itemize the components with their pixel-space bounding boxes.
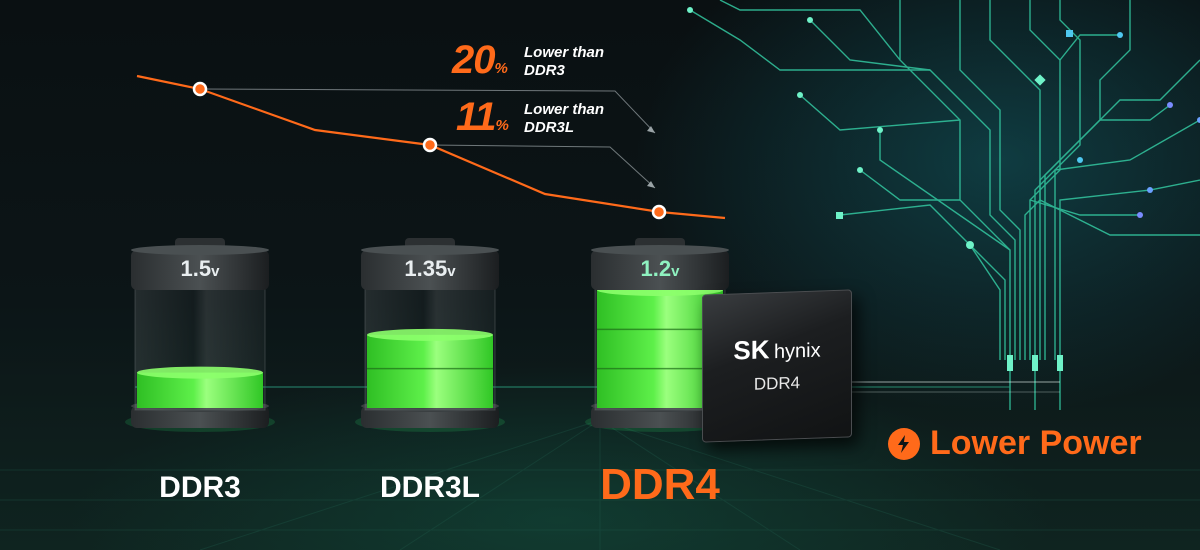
ddr3l-point (422, 137, 438, 153)
battery-ddr3 (125, 238, 275, 432)
lower-power-tagline: Lower Power (888, 424, 1142, 463)
battery-ddr3l (355, 238, 505, 432)
callout-value: 20 (452, 38, 495, 82)
chip-brand: SK hynix (702, 331, 852, 367)
callout-ddr3l: 11% Lower than DDR3L (456, 95, 656, 145)
callout-line2: DDR3L (524, 119, 575, 136)
sk-hynix-ddr4-chip: SK hynix DDR4 (702, 289, 852, 443)
voltage-unit: v (211, 263, 220, 280)
callout-unit: % (495, 117, 509, 134)
lightning-bolt-icon (888, 427, 920, 460)
callout-line2: DDR3 (524, 62, 565, 79)
voltage-unit: v (671, 263, 680, 280)
voltage-label-ddr4: 1.2v (590, 256, 730, 282)
callout-unit: % (494, 60, 508, 77)
voltage-value: 1.35 (404, 256, 448, 281)
ddr3-point (192, 81, 208, 97)
callout-ddr3: 20% Lower than DDR3 (452, 38, 652, 88)
chip-model: DDR4 (753, 373, 801, 394)
voltage-value: 1.2 (640, 256, 672, 281)
voltage-value: 1.5 (180, 256, 212, 281)
label-ddr3l: DDR3L (379, 471, 480, 504)
label-ddr4: DDR4 (600, 460, 720, 509)
tagline-text: Lower Power (930, 424, 1142, 462)
voltage-label-ddr3: 1.5v (130, 256, 270, 282)
callout-value: 11 (456, 95, 497, 139)
battery-fill (367, 334, 493, 408)
voltage-label-ddr3l: 1.35v (360, 256, 500, 282)
callout-line1: Lower than (524, 44, 605, 61)
brand-sk: SK (733, 334, 770, 366)
voltage-unit: v (447, 263, 456, 280)
brand-hynix: hynix (773, 339, 821, 364)
callout-line1: Lower than (524, 101, 605, 118)
ddr4-point (651, 204, 667, 220)
label-ddr3: DDR3 (159, 471, 241, 504)
